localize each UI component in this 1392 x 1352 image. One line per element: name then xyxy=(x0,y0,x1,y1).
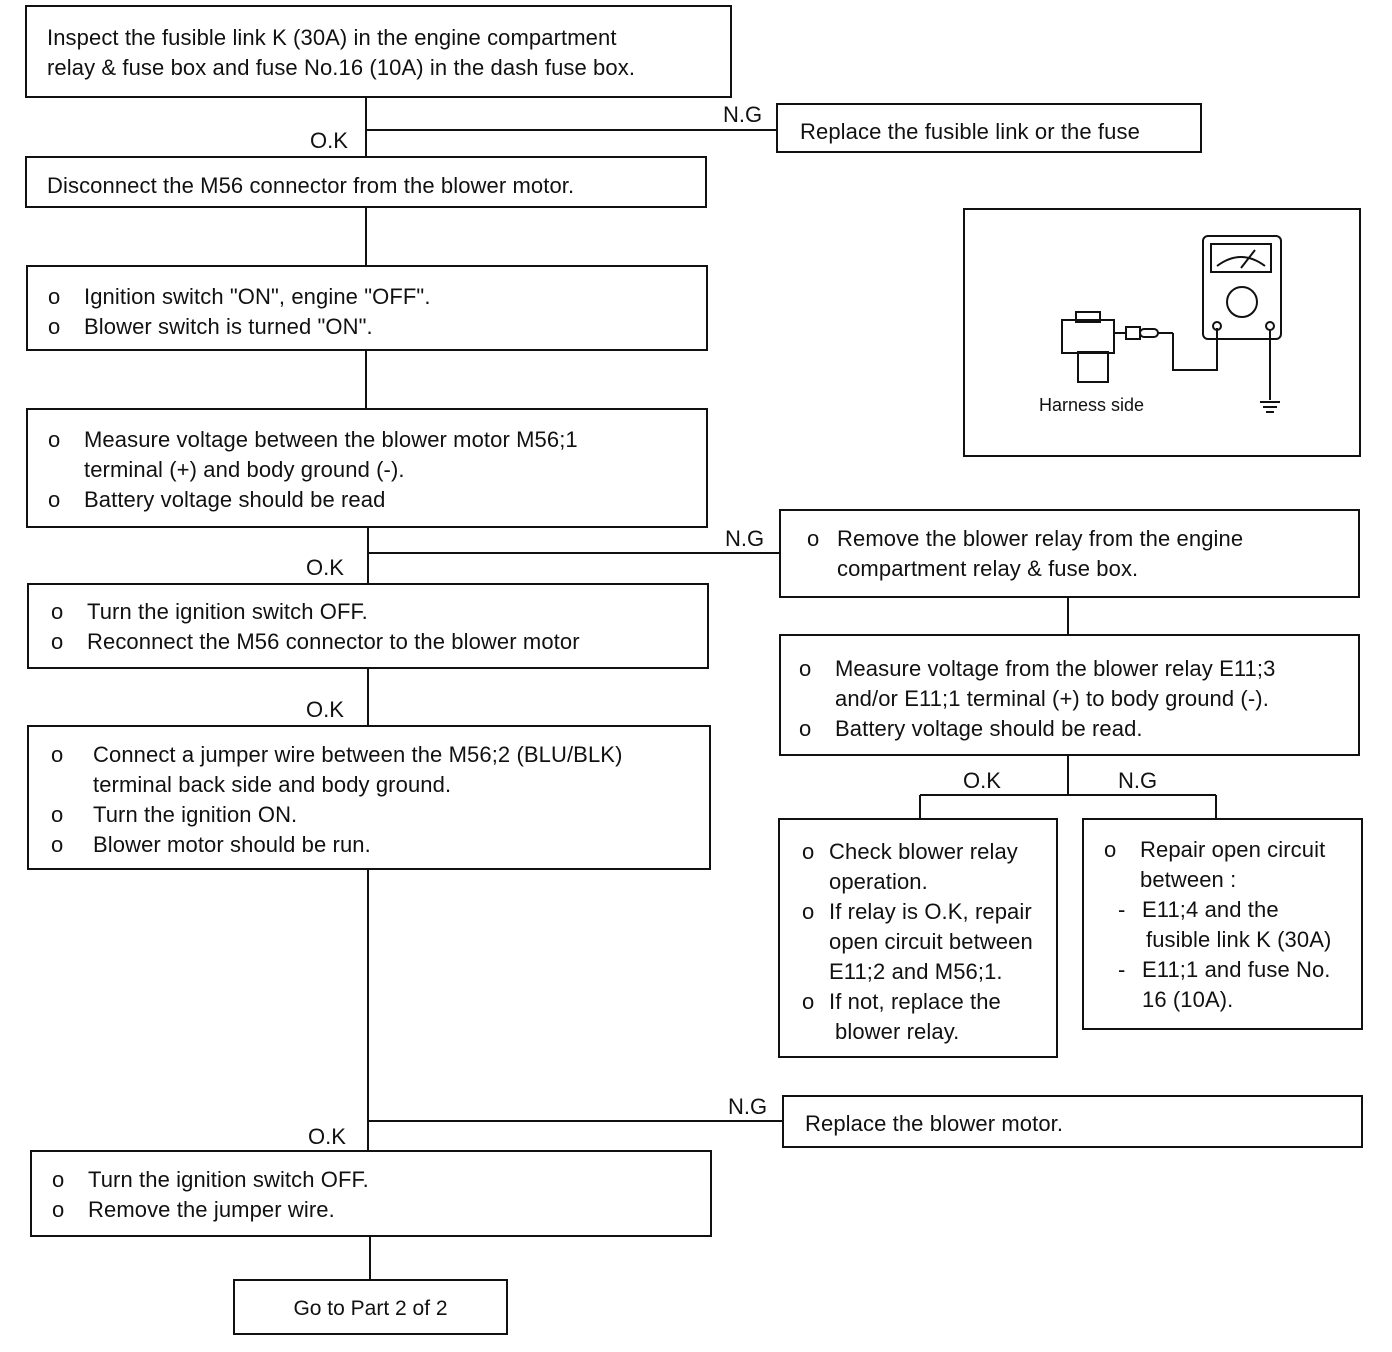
step-text-line: Inspect the fusible link K (30A) in the … xyxy=(47,25,617,50)
step-text-line: blower relay. xyxy=(835,1019,960,1044)
step-text-line: Remove the blower relay from the engine xyxy=(837,526,1244,551)
step-text-line: Measure voltage from the blower relay E1… xyxy=(835,656,1276,681)
bullet-mark: o xyxy=(51,599,64,624)
step-text-line: Connect a jumper wire between the M56;2 … xyxy=(93,742,623,767)
ng-label: N.G xyxy=(1118,768,1158,793)
ng-measure-relay: o Measure voltage from the blower relay E… xyxy=(779,634,1360,756)
bullet-mark: o xyxy=(52,1167,65,1192)
multimeter-icon xyxy=(1202,235,1282,340)
step-text-line: open circuit between xyxy=(829,929,1033,954)
bullet-mark: o xyxy=(51,742,64,767)
step-text-line: fusible link K (30A) xyxy=(1146,927,1332,952)
step-text-line: 16 (10A). xyxy=(1142,987,1234,1012)
step-text-line: Check blower relay xyxy=(829,839,1018,864)
step-disconnect-m56: Disconnect the M56 connector from the bl… xyxy=(25,156,707,208)
bullet-mark: o xyxy=(802,839,815,864)
step-text-line: terminal back side and body ground. xyxy=(93,772,452,797)
go-to-part-2: Go to Part 2 of 2 xyxy=(233,1279,508,1335)
ng-repair-open-circuit: o Repair open circuit between : - E11;4 … xyxy=(1082,818,1363,1030)
bullet-mark: o xyxy=(48,487,61,512)
step-text-line: operation. xyxy=(829,869,928,894)
step-text-line: Ignition switch "ON", engine "OFF". xyxy=(84,284,431,309)
step-inspect-fuse: Inspect the fusible link K (30A) in the … xyxy=(25,5,732,98)
ng-label: N.G xyxy=(725,526,765,551)
bullet-mark: o xyxy=(48,314,61,339)
ok-label: O.K xyxy=(308,1124,346,1149)
step-text-line: Reconnect the M56 connector to the blowe… xyxy=(87,629,580,654)
ng-label: N.G xyxy=(723,102,763,127)
step-text-line: Repair open circuit xyxy=(1140,837,1326,862)
bullet-mark: o xyxy=(799,716,812,741)
step-text-line: Blower motor should be run. xyxy=(93,832,371,857)
bullet-mark: o xyxy=(51,629,64,654)
step-text-line: E11;4 and the xyxy=(1142,897,1279,922)
step-text-line: Blower switch is turned "ON". xyxy=(84,314,373,339)
ng-replace-fuse: Replace the fusible link or the fuse xyxy=(776,103,1202,153)
step-text: Disconnect the M56 connector from the bl… xyxy=(47,173,575,198)
harness-illustration: Harness side xyxy=(963,208,1361,457)
step-text-line: Turn the ignition switch OFF. xyxy=(87,599,368,624)
bullet-mark: o xyxy=(807,526,820,551)
step-text-line: Battery voltage should be read xyxy=(84,487,386,512)
harness-side-caption: Harness side xyxy=(1039,395,1145,415)
bullet-mark: o xyxy=(802,989,815,1014)
ok-check-relay: o Check blower relay operation. o If relay … xyxy=(778,818,1058,1058)
step-text-line: If not, replace the xyxy=(829,989,1001,1014)
step-text-line: E11;1 and fuse No. xyxy=(1142,957,1331,982)
step-text-line: Battery voltage should be read. xyxy=(835,716,1143,741)
step-measure-m56: o Measure voltage between the blower moto… xyxy=(26,408,708,528)
ok-label: O.K xyxy=(306,555,344,580)
dash-mark: - xyxy=(1118,897,1126,922)
step-jumper-test: o Connect a jumper wire between the M56;2… xyxy=(27,725,711,870)
step-text-line: relay & fuse box and fuse No.16 (10A) in… xyxy=(47,55,636,80)
illustration-drawing xyxy=(1061,235,1282,413)
step-text-line: terminal (+) and body ground (-). xyxy=(84,457,405,482)
bullet-mark: o xyxy=(48,284,61,309)
step-text-line: compartment relay & fuse box. xyxy=(837,556,1139,581)
step-text-line: If relay is O.K, repair xyxy=(829,899,1032,924)
bullet-mark: o xyxy=(51,832,64,857)
bullet-mark: o xyxy=(52,1197,65,1222)
ok-label: O.K xyxy=(310,128,348,153)
ok-label: O.K xyxy=(963,768,1001,793)
bullet-mark: o xyxy=(51,802,64,827)
step-text-line: Measure voltage between the blower motor… xyxy=(84,427,578,452)
connector-icon xyxy=(1061,311,1173,383)
step-text-line: and/or E11;1 terminal (+) to body ground… xyxy=(835,686,1269,711)
ng-replace-blower-motor: Replace the blower motor. xyxy=(782,1095,1363,1148)
step-text-line: Remove the jumper wire. xyxy=(88,1197,335,1222)
bullet-mark: o xyxy=(48,427,61,452)
step-text-line: Turn the ignition ON. xyxy=(93,802,298,827)
bullet-mark: o xyxy=(1104,837,1117,862)
step-text: Replace the blower motor. xyxy=(805,1111,1064,1136)
ok-label: O.K xyxy=(306,697,344,722)
ng-remove-relay: o Remove the blower relay from the engine… xyxy=(779,509,1360,598)
bullet-mark: o xyxy=(802,899,815,924)
step-text-line: Turn the ignition switch OFF. xyxy=(88,1167,369,1192)
ground-icon xyxy=(1260,401,1280,413)
end-text: Go to Part 2 of 2 xyxy=(293,1297,448,1320)
step-text-line: between : xyxy=(1140,867,1237,892)
step-text: Replace the fusible link or the fuse xyxy=(800,119,1140,144)
ng-label: N.G xyxy=(728,1094,768,1119)
dash-mark: - xyxy=(1118,957,1126,982)
step-text-line: E11;2 and M56;1. xyxy=(829,959,1003,984)
bullet-mark: o xyxy=(799,656,812,681)
